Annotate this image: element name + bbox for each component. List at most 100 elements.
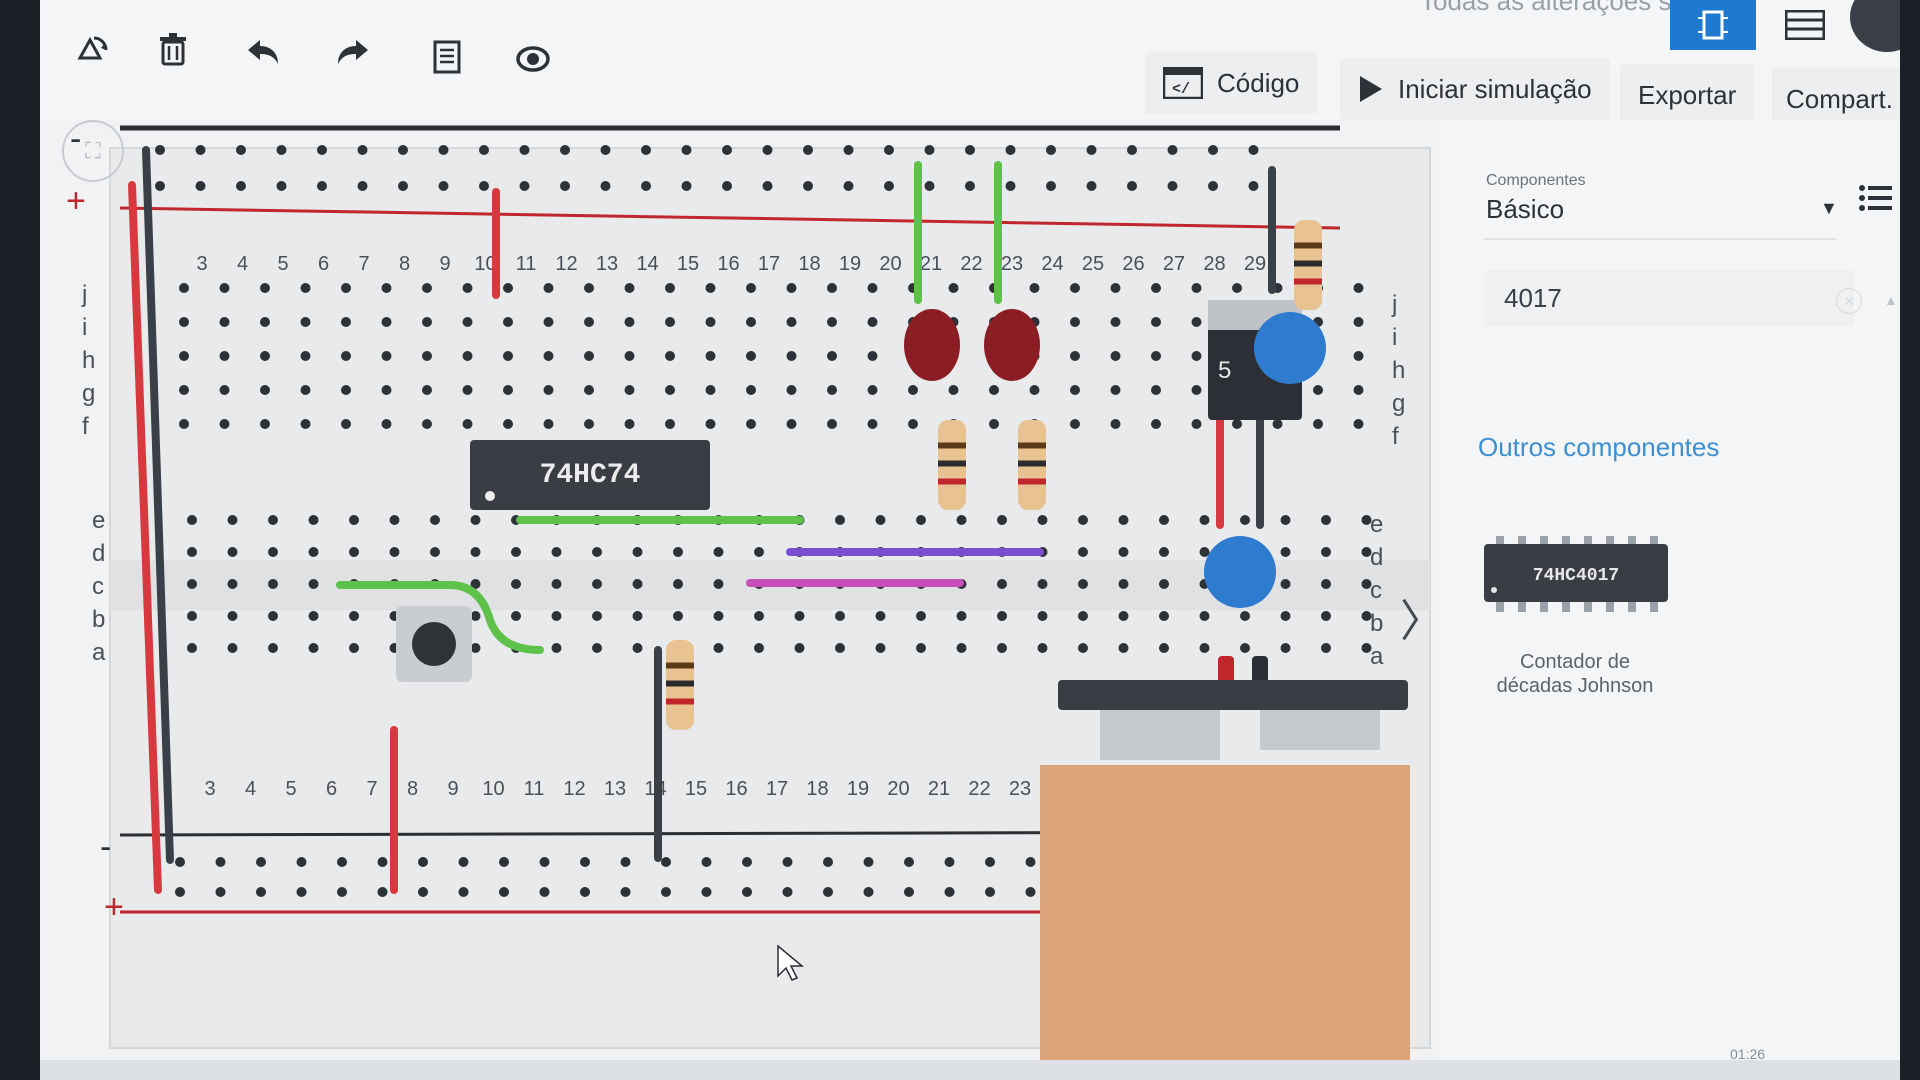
module-header[interactable] [1058, 680, 1408, 710]
terminal-hole[interactable] [705, 385, 716, 395]
terminal-hole[interactable] [1321, 547, 1331, 557]
terminal-hole[interactable] [1361, 547, 1372, 557]
rail-hole[interactable] [701, 857, 712, 867]
terminal-hole[interactable] [341, 351, 351, 361]
terminal-hole[interactable] [543, 351, 554, 361]
terminal-hole[interactable] [794, 643, 805, 653]
terminal-hole[interactable] [1232, 283, 1242, 293]
rail-hole[interactable] [1025, 857, 1036, 867]
terminal-hole[interactable] [1037, 515, 1048, 525]
terminal-hole[interactable] [1240, 643, 1250, 653]
rail-hole[interactable] [742, 857, 752, 867]
terminal-hole[interactable] [827, 317, 837, 327]
rail-hole[interactable] [722, 145, 732, 155]
terminal-hole[interactable] [592, 579, 602, 589]
rail-hole[interactable] [1167, 181, 1178, 191]
terminal-hole[interactable] [1280, 579, 1291, 589]
terminal-hole[interactable] [1353, 317, 1364, 327]
terminal-hole[interactable] [665, 317, 675, 327]
rail-hole[interactable] [762, 181, 773, 191]
terminal-hole[interactable] [624, 419, 635, 429]
terminal-hole[interactable] [867, 419, 878, 429]
terminal-hole[interactable] [430, 515, 440, 525]
terminal-hole[interactable] [381, 419, 392, 429]
terminal-hole[interactable] [260, 419, 270, 429]
terminal-hole[interactable] [592, 643, 602, 653]
terminal-hole[interactable] [300, 351, 311, 361]
terminal-hole[interactable] [227, 547, 238, 557]
terminal-hole[interactable] [624, 385, 635, 395]
clear-search-icon[interactable]: ✕ [1836, 288, 1862, 314]
terminal-hole[interactable] [470, 579, 481, 589]
rail-hole[interactable] [1005, 181, 1016, 191]
rail-hole[interactable] [195, 181, 206, 191]
rail-hole[interactable] [155, 145, 165, 155]
terminal-hole[interactable] [786, 419, 797, 429]
rail-hole[interactable] [1127, 181, 1137, 191]
terminal-hole[interactable] [1118, 611, 1129, 621]
rail-hole[interactable] [641, 181, 651, 191]
terminal-hole[interactable] [746, 385, 756, 395]
ic-74hc74[interactable] [470, 440, 710, 510]
terminal-hole[interactable] [746, 419, 756, 429]
terminal-hole[interactable] [187, 611, 197, 621]
rail-hole[interactable] [357, 181, 368, 191]
terminal-hole[interactable] [511, 547, 521, 557]
terminal-hole[interactable] [624, 283, 635, 293]
terminal-hole[interactable] [349, 547, 359, 557]
terminal-hole[interactable] [997, 579, 1007, 589]
terminal-hole[interactable] [1361, 579, 1372, 589]
terminal-hole[interactable] [1353, 351, 1364, 361]
rail-hole[interactable] [641, 145, 651, 155]
terminal-hole[interactable] [956, 515, 967, 525]
terminal-hole[interactable] [1280, 611, 1291, 621]
rail-hole[interactable] [519, 181, 530, 191]
notes-button[interactable] [420, 30, 474, 84]
list-view-icon[interactable] [1858, 180, 1894, 216]
terminal-hole[interactable] [584, 317, 594, 327]
wire-black-ground[interactable] [142, 146, 174, 864]
terminal-hole[interactable] [470, 547, 481, 557]
terminal-hole[interactable] [956, 643, 967, 653]
rail-hole[interactable] [580, 887, 590, 897]
terminal-hole[interactable] [1191, 419, 1202, 429]
terminal-hole[interactable] [754, 643, 764, 653]
user-avatar[interactable] [1850, 0, 1900, 52]
terminal-hole[interactable] [1361, 611, 1372, 621]
terminal-hole[interactable] [705, 351, 716, 361]
terminal-hole[interactable] [875, 515, 886, 525]
terminal-hole[interactable] [997, 643, 1007, 653]
terminal-hole[interactable] [1159, 643, 1169, 653]
terminal-hole[interactable] [592, 547, 602, 557]
rail-hole[interactable] [1025, 887, 1036, 897]
terminal-hole[interactable] [1078, 579, 1088, 589]
rail-hole[interactable] [600, 181, 611, 191]
rail-hole[interactable] [398, 145, 408, 155]
terminal-hole[interactable] [1272, 419, 1283, 429]
terminal-hole[interactable] [705, 317, 716, 327]
terminal-hole[interactable] [1151, 351, 1161, 361]
rail-hole[interactable] [843, 145, 854, 155]
undo-button[interactable] [236, 26, 290, 80]
terminal-hole[interactable] [1159, 515, 1169, 525]
rail-hole[interactable] [1248, 181, 1259, 191]
terminal-hole[interactable] [786, 385, 797, 395]
terminal-hole[interactable] [260, 385, 270, 395]
push-button-cap[interactable] [412, 622, 456, 666]
rail-hole[interactable] [965, 181, 975, 191]
terminal-hole[interactable] [713, 611, 724, 621]
terminal-hole[interactable] [1078, 515, 1088, 525]
component-74hc4017[interactable]: 74HC4017 [1480, 534, 1670, 614]
terminal-hole[interactable] [1070, 385, 1080, 395]
terminal-hole[interactable] [1191, 283, 1202, 293]
rail-hole[interactable] [742, 887, 752, 897]
terminal-hole[interactable] [665, 385, 675, 395]
terminal-hole[interactable] [665, 351, 675, 361]
share-button[interactable]: Compart. [1772, 68, 1900, 130]
terminal-hole[interactable] [503, 317, 513, 327]
terminal-hole[interactable] [916, 611, 926, 621]
terminal-hole[interactable] [268, 547, 278, 557]
terminal-hole[interactable] [341, 419, 351, 429]
terminal-hole[interactable] [1240, 515, 1250, 525]
rail-hole[interactable] [256, 857, 266, 867]
